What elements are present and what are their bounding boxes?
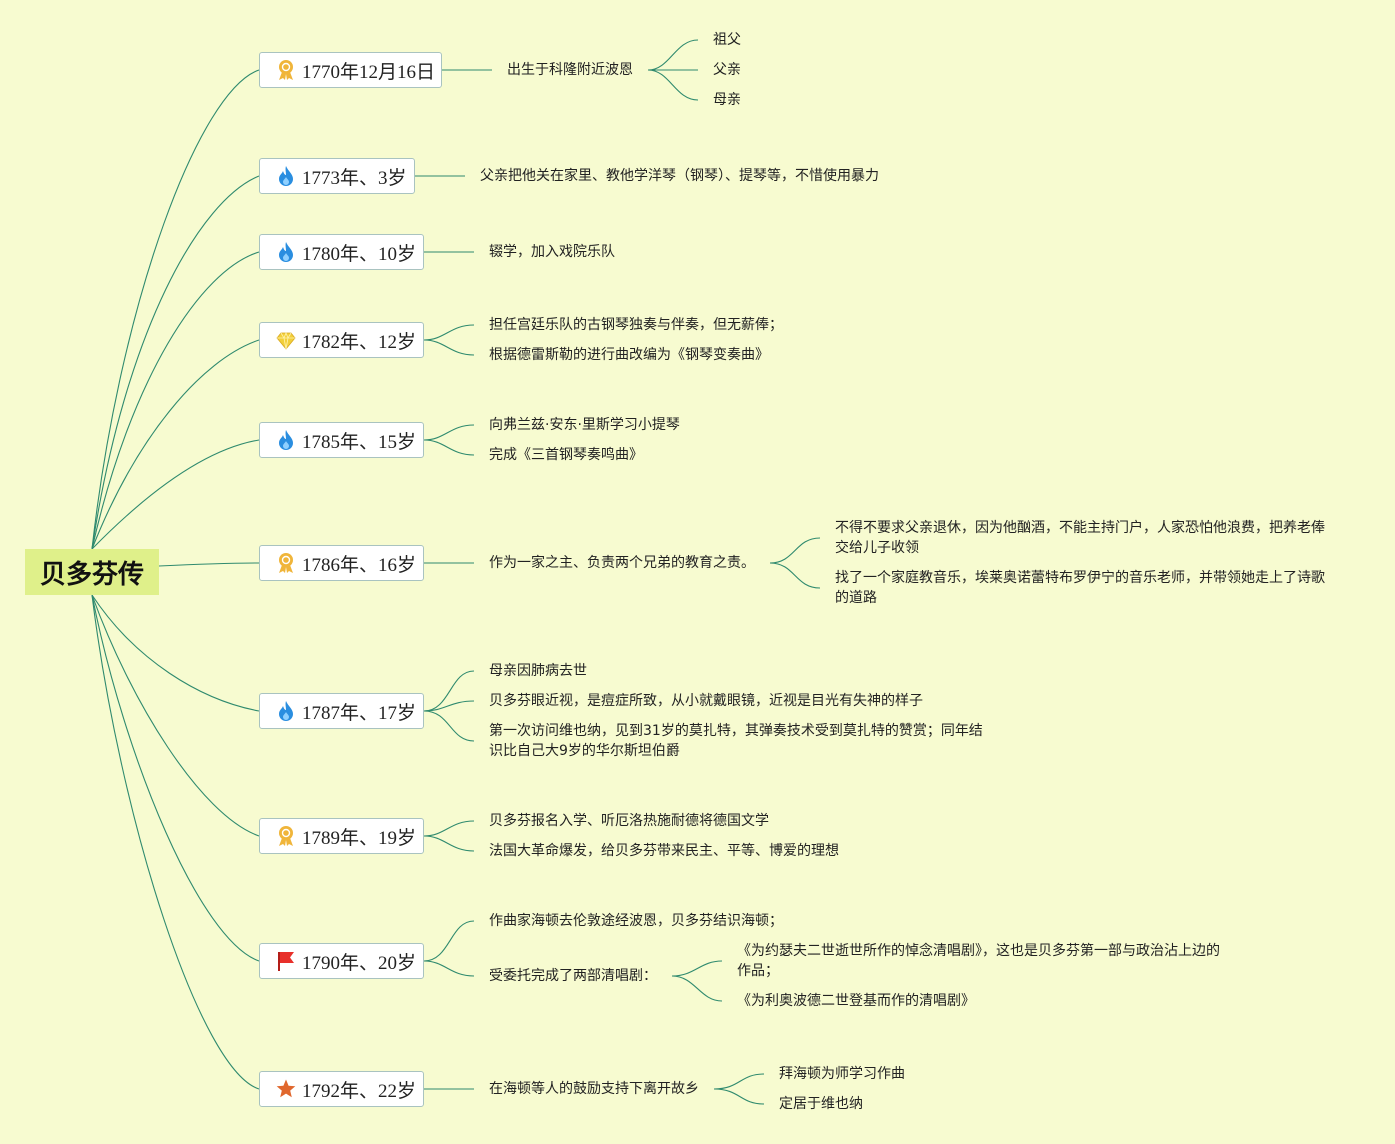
branch-node-1773[interactable]: 1773年、3岁	[259, 158, 415, 194]
branch-label: 1773年、3岁	[302, 167, 407, 189]
branch-label: 1782年、12岁	[302, 331, 417, 353]
subtopic-grandfather[interactable]: 祖父	[713, 32, 741, 48]
subtopic-1786-1[interactable]: 不得不要求父亲退休，因为他酗酒，不能主持门户，人家恐怕他浪费，把养老俸交给儿子收…	[835, 520, 1325, 556]
diamond-icon	[276, 331, 296, 350]
branch-label: 1786年、16岁	[302, 554, 417, 576]
topic-1789-event-1[interactable]: 贝多芬报名入学、听厄洛热施耐德将德国文学	[489, 813, 769, 829]
topic-1780-event[interactable]: 辍学，加入戏院乐队	[489, 244, 615, 260]
fire-icon	[279, 166, 293, 186]
topic-1790-event-1[interactable]: 作曲家海顿去伦敦途经波恩，贝多芬结识海顿；	[489, 913, 783, 929]
branch-node-1785[interactable]: 1785年、15岁	[259, 422, 424, 458]
branch-node-1787[interactable]: 1787年、17岁	[259, 693, 424, 729]
fire-icon	[279, 430, 293, 450]
topic-1782-event-2[interactable]: 根据德雷斯勒的进行曲改编为《钢琴变奏曲》	[489, 347, 769, 363]
subtopic-father[interactable]: 父亲	[713, 62, 741, 78]
award-ribbon-icon	[279, 826, 293, 846]
branch-node-1792[interactable]: 1792年、22岁	[259, 1071, 424, 1107]
branch-node-1786[interactable]: 1786年、16岁	[259, 545, 424, 581]
branch-node-1782[interactable]: 1782年、12岁	[259, 322, 424, 358]
star-icon	[276, 1079, 296, 1098]
topic-1787-event-1[interactable]: 母亲因肺病去世	[489, 663, 587, 679]
topic-1773-event[interactable]: 父亲把他关在家里、教他学洋琴（钢琴）、提琴等，不惜使用暴力	[480, 168, 879, 184]
branch-label: 1789年、19岁	[302, 827, 417, 849]
root-topic[interactable]: 贝多芬传	[25, 549, 159, 595]
branch-label: 1790年、20岁	[302, 952, 417, 974]
fire-icon	[279, 242, 293, 262]
subtopic-mother[interactable]: 母亲	[713, 92, 741, 108]
award-ribbon-icon	[279, 553, 293, 573]
topic-1789-event-2[interactable]: 法国大革命爆发，给贝多芬带来民主、平等、博爱的理想	[489, 843, 839, 859]
topic-1785-event-2[interactable]: 完成《三首钢琴奏鸣曲》	[489, 447, 643, 463]
branch-node-1789[interactable]: 1789年、19岁	[259, 818, 424, 854]
topic-1792-event[interactable]: 在海顿等人的鼓励支持下离开故乡	[489, 1081, 699, 1097]
subtopic-1792-2[interactable]: 定居于维也纳	[779, 1096, 863, 1112]
topic-1790-event-2[interactable]: 受委托完成了两部清唱剧：	[489, 968, 657, 984]
branch-label: 1770年12月16日	[302, 61, 436, 83]
fire-icon	[279, 701, 293, 721]
subtopic-1792-1[interactable]: 拜海顿为师学习作曲	[779, 1066, 905, 1082]
flag-icon	[278, 952, 294, 971]
branch-label: 1780年、10岁	[302, 243, 417, 265]
topic-1785-event-1[interactable]: 向弗兰兹·安东·里斯学习小提琴	[489, 417, 680, 433]
branch-node-1770[interactable]: 1770年12月16日	[259, 52, 442, 88]
subtopic-1786-2[interactable]: 找了一个家庭教音乐，埃莱奥诺蕾特布罗伊宁的音乐老师，并带领她走上了诗歌的道路	[835, 570, 1325, 606]
topic-1786-event[interactable]: 作为一家之主、负责两个兄弟的教育之责。	[489, 555, 755, 571]
topic-1787-event-3[interactable]: 第一次访问维也纳，见到31岁的莫扎特，其弹奏技术受到莫扎特的赞赏；同年结识比自己…	[489, 723, 983, 759]
topic-1782-event-1[interactable]: 担任宫廷乐队的古钢琴独奏与伴奏，但无薪俸；	[489, 317, 783, 333]
subtopic-1790-1[interactable]: 《为约瑟夫二世逝世所作的悼念清唱剧》，这也是贝多芬第一部与政治沾上边的作品；	[737, 943, 1220, 979]
branch-label: 1785年、15岁	[302, 431, 417, 453]
branch-label: 1787年、17岁	[302, 702, 417, 724]
branch-node-1780[interactable]: 1780年、10岁	[259, 234, 424, 270]
topic-1787-event-2[interactable]: 贝多芬眼近视，是痘症所致，从小就戴眼镜，近视是目光有失神的样子	[489, 693, 923, 709]
branch-label: 1792年、22岁	[302, 1080, 417, 1102]
subtopic-1790-2[interactable]: 《为利奥波德二世登基而作的清唱剧》	[737, 993, 975, 1009]
topic-birth[interactable]: 出生于科隆附近波恩	[507, 62, 633, 78]
branch-node-1790[interactable]: 1790年、20岁	[259, 943, 424, 979]
award-ribbon-icon	[279, 60, 293, 80]
